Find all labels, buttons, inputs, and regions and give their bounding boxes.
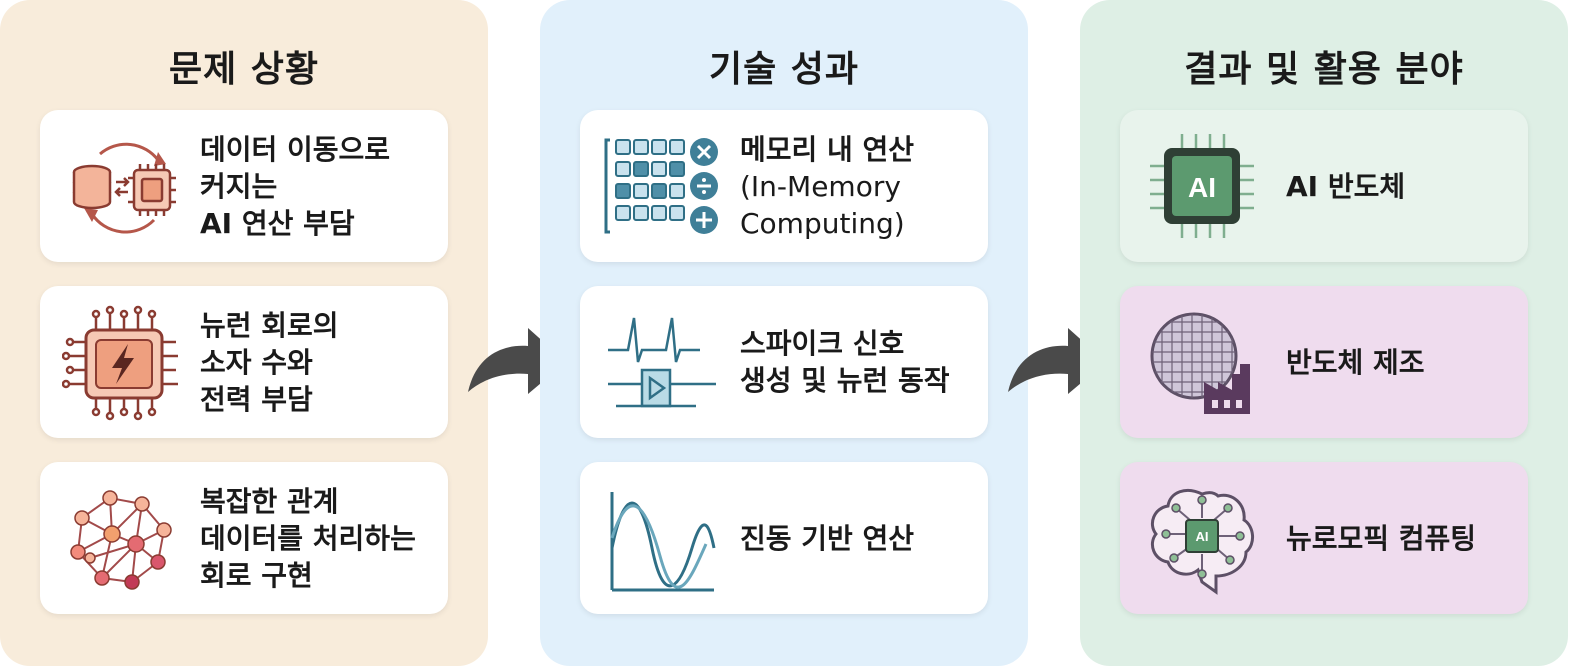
result-column-title: 결과 및 활용 분야 bbox=[1184, 49, 1464, 90]
tech-column-title: 기술 성과 bbox=[708, 49, 859, 90]
problem-column-title: 문제 상황 bbox=[168, 49, 319, 90]
tech-card-label: 진동 기반 연산 bbox=[740, 462, 980, 614]
brain-ai-icon: AI bbox=[1151, 489, 1254, 595]
label-line: AI 연산 부담 bbox=[200, 206, 355, 240]
label-line: AI 반도체 bbox=[1286, 169, 1406, 203]
label-line: 전력 부담 bbox=[200, 382, 313, 416]
problem-card-data-transfer: 데이터 이동으로 커지는 AI 연산 부담 bbox=[40, 110, 448, 262]
label-line: Computing) bbox=[740, 206, 905, 240]
result-column: 결과 및 활용 분야 AI AI 반도체 bbox=[1080, 0, 1568, 666]
spike-signal-icon bbox=[608, 317, 716, 408]
tech-card-oscillation: 진동 기반 연산 bbox=[580, 462, 988, 614]
tech-card-label: 메모리 내 연산 (In-Memory Computing) bbox=[740, 110, 980, 262]
power-chip-icon bbox=[62, 305, 178, 421]
ai-chip-icon: AI bbox=[1150, 134, 1254, 238]
label-line: 뉴로모픽 컴퓨팅 bbox=[1286, 521, 1477, 555]
result-card-ai-chip: AI AI 반도체 bbox=[1120, 110, 1528, 262]
label-line: 회로 구현 bbox=[200, 558, 313, 592]
chip-text: AI bbox=[1188, 172, 1216, 203]
label-line: 반도체 제조 bbox=[1286, 345, 1425, 379]
memory-array-icon bbox=[604, 138, 718, 234]
wafer-factory-icon bbox=[1150, 312, 1250, 414]
problem-card-label: 데이터 이동으로 커지는 AI 연산 부담 bbox=[200, 110, 440, 262]
label-line: 복잡한 관계 bbox=[200, 484, 339, 518]
data-transfer-chip-icon bbox=[72, 142, 176, 234]
tech-card-in-memory: 메모리 내 연산 (In-Memory Computing) bbox=[580, 110, 988, 262]
result-card-label: 뉴로모픽 컴퓨팅 bbox=[1286, 462, 1526, 614]
result-card-label: AI 반도체 bbox=[1286, 110, 1526, 262]
label-line: 스파이크 신호 bbox=[740, 327, 905, 360]
network-graph-icon bbox=[70, 490, 172, 590]
label-line: 생성 및 뉴런 동작 bbox=[740, 364, 950, 397]
label-line: 뉴런 회로의 bbox=[200, 308, 339, 342]
problem-card-label: 뉴런 회로의 소자 수와 전력 부담 bbox=[200, 286, 440, 438]
tech-card-spike: 스파이크 신호 생성 및 뉴런 동작 bbox=[580, 286, 988, 438]
problem-card-label: 복잡한 관계 데이터를 처리하는 회로 구현 bbox=[200, 462, 440, 614]
tech-column: 기술 성과 메모리 내 연산 (In-Memory Computing) bbox=[540, 0, 1028, 666]
problem-card-graph-circuit: 복잡한 관계 데이터를 처리하는 회로 구현 bbox=[40, 462, 448, 614]
label-line: 소자 수와 bbox=[200, 345, 313, 379]
tech-card-label: 스파이크 신호 생성 및 뉴런 동작 bbox=[740, 286, 980, 438]
chip-text: AI bbox=[1196, 529, 1209, 544]
result-card-semiconductor-mfg: 반도체 제조 bbox=[1120, 286, 1528, 438]
label-line: 메모리 내 연산 bbox=[740, 132, 915, 166]
result-card-neuromorphic: AI 뉴로모픽 컴퓨팅 bbox=[1120, 462, 1528, 614]
problem-column: 문제 상황 bbox=[0, 0, 488, 666]
label-line: 커지는 bbox=[200, 169, 278, 203]
label-line: 데이터를 처리하는 bbox=[200, 521, 416, 555]
label-line: 데이터 이동으로 bbox=[200, 132, 391, 166]
result-card-label: 반도체 제조 bbox=[1286, 286, 1526, 438]
label-line: 진동 기반 연산 bbox=[740, 521, 915, 555]
oscillation-wave-icon bbox=[610, 492, 716, 592]
label-line: (In-Memory bbox=[740, 169, 901, 203]
problem-card-neuron-power: 뉴런 회로의 소자 수와 전력 부담 bbox=[40, 286, 448, 438]
